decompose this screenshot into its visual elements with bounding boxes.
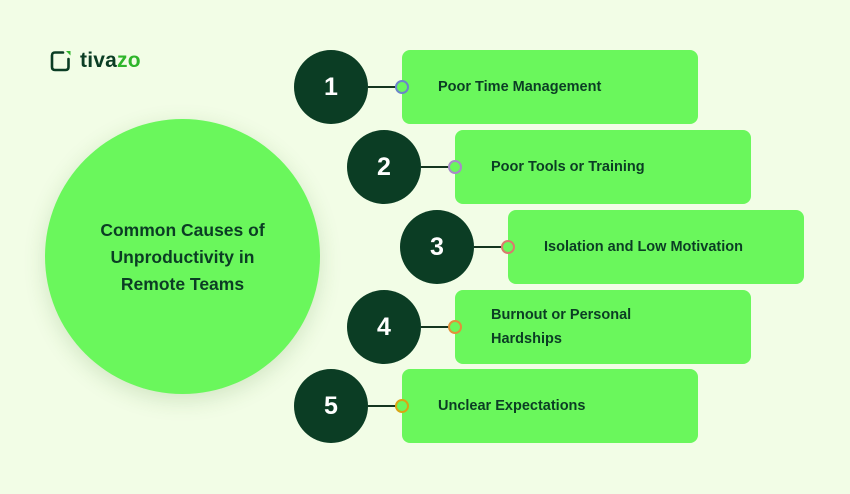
- cause-label: Isolation and Low Motivation: [544, 239, 743, 255]
- central-topic-circle: Common Causes of Unproductivity in Remot…: [45, 119, 320, 394]
- number-badge: 4: [347, 290, 421, 364]
- cause-label: Burnout or Personal Hardships: [491, 307, 632, 347]
- brand-name: tivazo: [80, 49, 141, 72]
- connector-node-icon: [395, 80, 409, 94]
- central-topic-title: Common Causes of Unproductivity in Remot…: [100, 220, 265, 294]
- connector-node-icon: [448, 160, 462, 174]
- connector-line: [368, 405, 398, 407]
- brand-logo: tivazo: [50, 49, 141, 73]
- cause-box: Unclear Expectations: [402, 369, 698, 443]
- cause-label: Unclear Expectations: [438, 398, 586, 414]
- number-badge: 1: [294, 50, 368, 124]
- connector-line: [421, 166, 451, 168]
- cause-box: Poor Time Management: [402, 50, 698, 124]
- connector-line: [421, 326, 451, 328]
- cause-box: Isolation and Low Motivation: [508, 210, 804, 284]
- number-badge: 3: [400, 210, 474, 284]
- cause-box: Burnout or Personal Hardships: [455, 290, 751, 364]
- connector-line: [474, 246, 504, 248]
- connector-node-icon: [501, 240, 515, 254]
- tivazo-logo-icon: [50, 51, 71, 72]
- connector-line: [368, 86, 398, 88]
- number-badge: 5: [294, 369, 368, 443]
- cause-label: Poor Tools or Training: [491, 159, 645, 175]
- cause-label: Poor Time Management: [438, 79, 602, 95]
- number-badge: 2: [347, 130, 421, 204]
- cause-box: Poor Tools or Training: [455, 130, 751, 204]
- connector-node-icon: [448, 320, 462, 334]
- connector-node-icon: [395, 399, 409, 413]
